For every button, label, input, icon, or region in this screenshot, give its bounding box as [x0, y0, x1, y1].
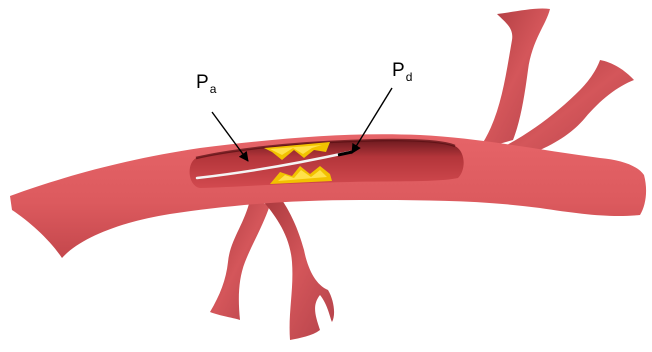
lower-right-branch-vessel [262, 200, 334, 340]
pd-label: Pd [392, 61, 412, 80]
pd-label-base: P [392, 60, 405, 81]
lower-left-branch-vessel [210, 200, 270, 320]
pa-label: Pa [196, 73, 216, 92]
pa-label-sub: a [210, 82, 217, 96]
pa-label-base: P [196, 72, 209, 93]
pd-label-sub: d [406, 70, 413, 84]
